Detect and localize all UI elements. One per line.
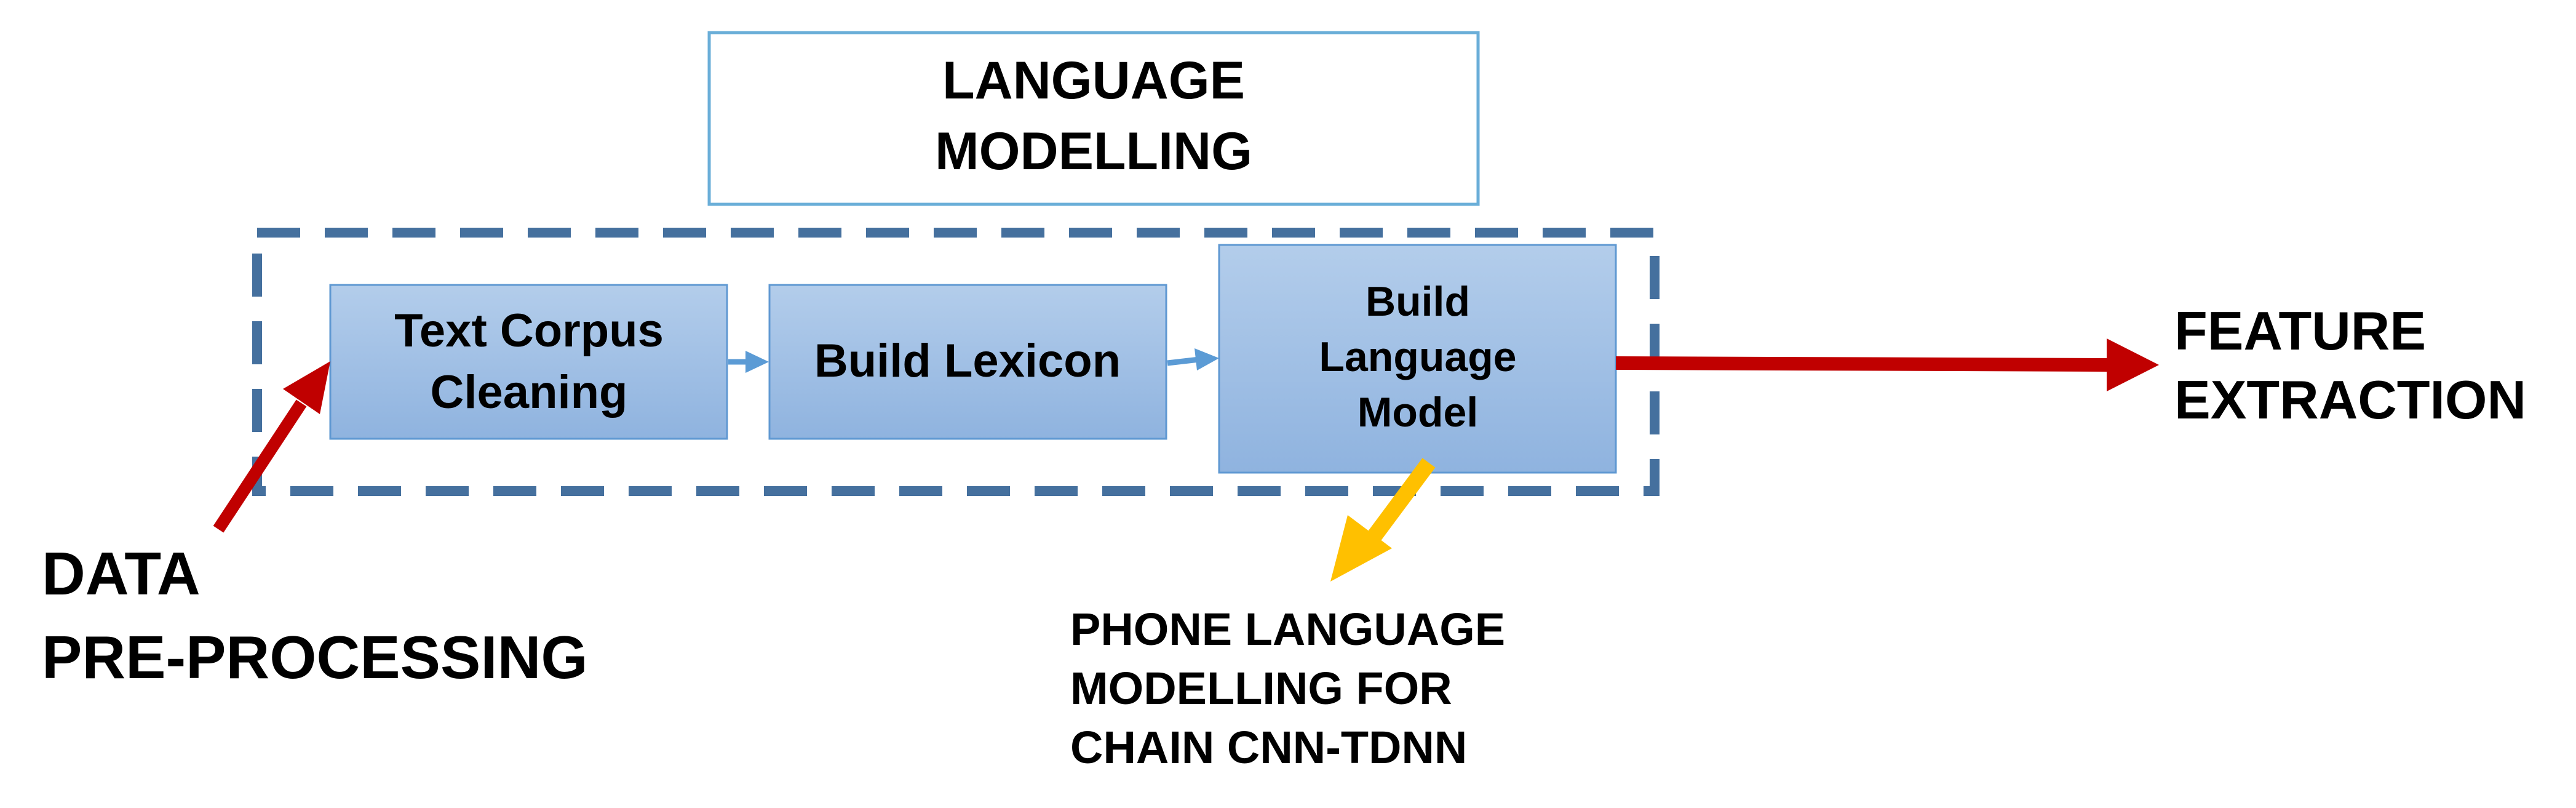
step-label-line: Cleaning [431, 366, 628, 418]
arrow-to-phone-language-modelling [1330, 458, 1436, 582]
step-box-build-lexicon [768, 284, 1167, 440]
feature-extraction-line-1: FEATURE [2174, 300, 2426, 361]
step-box-text-corpus-cleaning [329, 284, 728, 440]
flow-arrow-2 [1167, 348, 1219, 370]
step-build-lexicon: Build Lexicon [768, 284, 1167, 440]
step-build-language-model: Build Language Model [1218, 244, 1617, 474]
data-preprocessing-line-1: DATA [42, 540, 201, 607]
title-box [707, 31, 1480, 206]
step-label-line: Model [1358, 389, 1478, 436]
feature-extraction-line-2: EXTRACTION [2174, 369, 2526, 430]
arrow-from-data-preprocessing [213, 361, 330, 533]
phone-lm-line-3: CHAIN CNN-TDNN [1070, 722, 1467, 773]
title-line-2: MODELLING [935, 122, 1252, 181]
phone-lm-line-1: PHONE LANGUAGE [1070, 604, 1505, 655]
step-label-line: Build [1366, 278, 1470, 325]
title-line-1: LANGUAGE [942, 51, 1245, 110]
step-label-line: Build Lexicon [814, 335, 1121, 387]
step-label-line: Language [1319, 334, 1516, 380]
data-preprocessing-line-2: PRE-PROCESSING [42, 623, 588, 691]
flow-arrow-1 [728, 351, 769, 373]
phone-lm-line-2: MODELLING FOR [1070, 663, 1452, 714]
step-box-build-language-model [1218, 244, 1617, 474]
step-text-corpus-cleaning: Text Corpus Cleaning [329, 284, 728, 440]
arrow-to-feature-extraction [1615, 338, 2159, 391]
step-label-line: Text Corpus [394, 305, 664, 357]
